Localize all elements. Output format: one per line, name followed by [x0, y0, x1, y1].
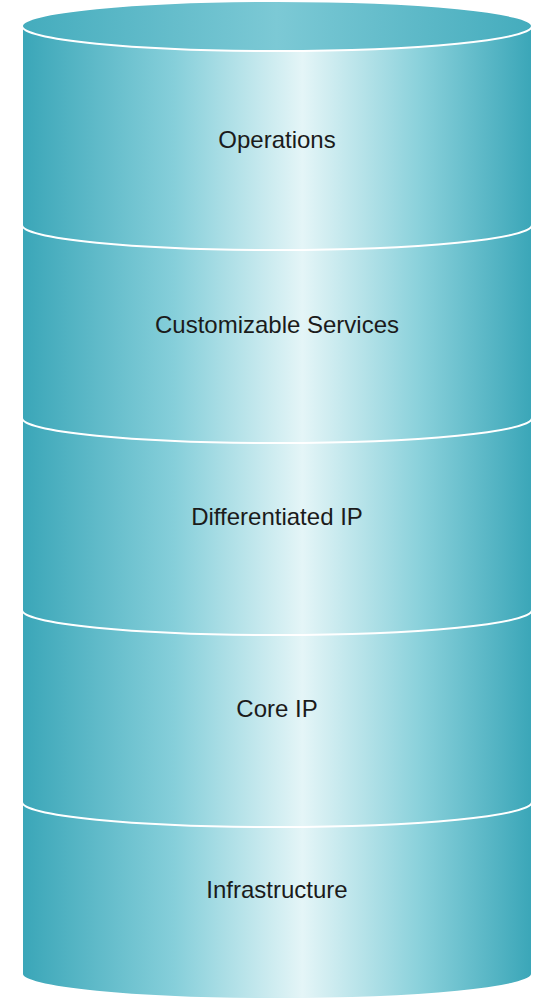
segment-body — [22, 26, 532, 250]
layer-label: Operations — [218, 126, 335, 155]
stack-layer: Infrastructure — [30, 866, 524, 915]
layer-label: Infrastructure — [206, 876, 347, 905]
layer-label: Differentiated IP — [191, 503, 363, 532]
segment-body — [22, 218, 532, 443]
layer-label: Customizable Services — [155, 311, 399, 340]
stack-layer: Customizable Services — [30, 301, 524, 350]
stack-layer: Differentiated IP — [30, 493, 524, 542]
layer-label: Core IP — [236, 695, 317, 724]
stack-layer: Core IP — [30, 685, 524, 734]
segment-top — [22, 1, 532, 51]
stack-layer: Operations — [30, 116, 524, 165]
cylinder-segment — [22, 1, 532, 250]
